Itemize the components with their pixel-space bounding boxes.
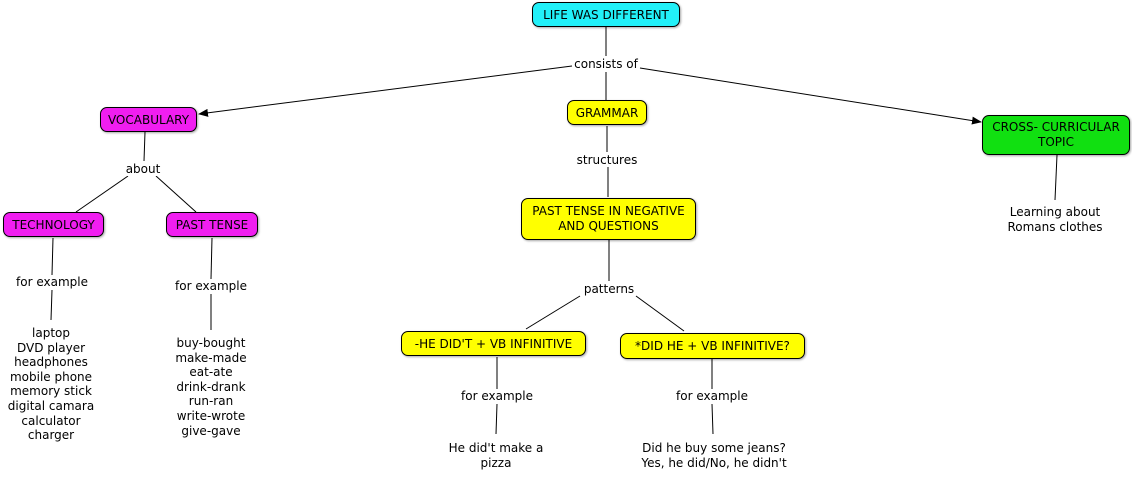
list-item: pizza	[480, 455, 512, 470]
list-item: write-wrote	[176, 408, 246, 423]
link-label-about: about	[125, 162, 161, 176]
list-item: laptop	[32, 326, 70, 340]
link-arrow-cross-curricular	[639, 67, 982, 125]
question-example-text: Did he buy some jeans? Yes, he did/No, h…	[641, 441, 786, 470]
link-label-question-for-example: for example	[676, 389, 748, 403]
link-label-consists-of: consists of	[574, 57, 638, 71]
list-item: memory stick	[10, 384, 92, 399]
link-line	[1054, 154, 1058, 201]
node-grammar[interactable]: GRAMMAR	[567, 100, 647, 125]
link-label-structures: structures	[576, 153, 638, 167]
link-line	[51, 237, 54, 276]
list-item: eat-ate	[189, 365, 233, 380]
node-past-tense[interactable]: PAST TENSE	[166, 212, 258, 237]
list-item: give-gave	[181, 423, 241, 438]
link-line	[495, 403, 498, 435]
link-line	[50, 289, 53, 321]
node-he-didnt-vb-infinitive[interactable]: -HE DID'T + VB INFINITIVE	[401, 331, 586, 356]
list-item: headphones	[14, 355, 88, 370]
list-item: Romans clothes	[1007, 219, 1103, 234]
list-item: Yes, he did/No, he didn't	[641, 455, 787, 470]
list-item: make-made	[175, 350, 247, 365]
link-line	[635, 295, 685, 332]
list-item: drink-drank	[176, 379, 246, 394]
cross-curricular-text: Learning about Romans clothes	[1007, 205, 1102, 234]
link-label-past-tense-for-example: for example	[175, 279, 247, 293]
node-technology[interactable]: TECHNOLOGY	[3, 212, 104, 237]
list-item: run-ran	[188, 394, 234, 409]
link-line	[143, 131, 146, 162]
list-item: charger	[27, 428, 75, 443]
list-item: digital camara	[7, 398, 95, 413]
link-label-patterns: patterns	[583, 282, 635, 296]
node-cross-curricular-topic[interactable]: CROSS- CURRICULAR TOPIC	[982, 115, 1130, 155]
link-line	[525, 295, 581, 330]
technology-examples: laptop DVD player headphones mobile phon…	[8, 326, 94, 443]
link-line	[711, 403, 714, 435]
list-item: He did't make a	[448, 441, 544, 455]
node-vocabulary[interactable]: VOCABULARY	[100, 107, 197, 132]
link-line	[75, 175, 129, 213]
link-label-technology-for-example: for example	[16, 275, 88, 289]
link-line	[155, 175, 197, 213]
link-arrow-vocabulary	[198, 65, 573, 117]
list-item: Learning about	[1009, 205, 1101, 219]
list-item: DVD player	[16, 340, 86, 355]
link-line	[210, 237, 213, 280]
negative-example-text: He did't make a pizza	[449, 441, 544, 470]
link-label-negative-for-example: for example	[461, 389, 533, 403]
list-item: calculator	[21, 413, 81, 428]
node-did-he-vb-infinitive[interactable]: *DID HE + VB INFINITIVE?	[620, 333, 805, 359]
past-tense-examples: buy-bought make-made eat-ate drink-drank…	[175, 336, 246, 438]
list-item: mobile phone	[9, 369, 93, 384]
node-life-was-different[interactable]: LIFE WAS DIFFERENT	[532, 2, 680, 27]
list-item: Did he buy some jeans?	[642, 441, 786, 455]
node-past-tense-negative-questions[interactable]: PAST TENSE IN NEGATIVE AND QUESTIONS	[521, 198, 696, 240]
list-item: buy-bought	[176, 336, 246, 350]
